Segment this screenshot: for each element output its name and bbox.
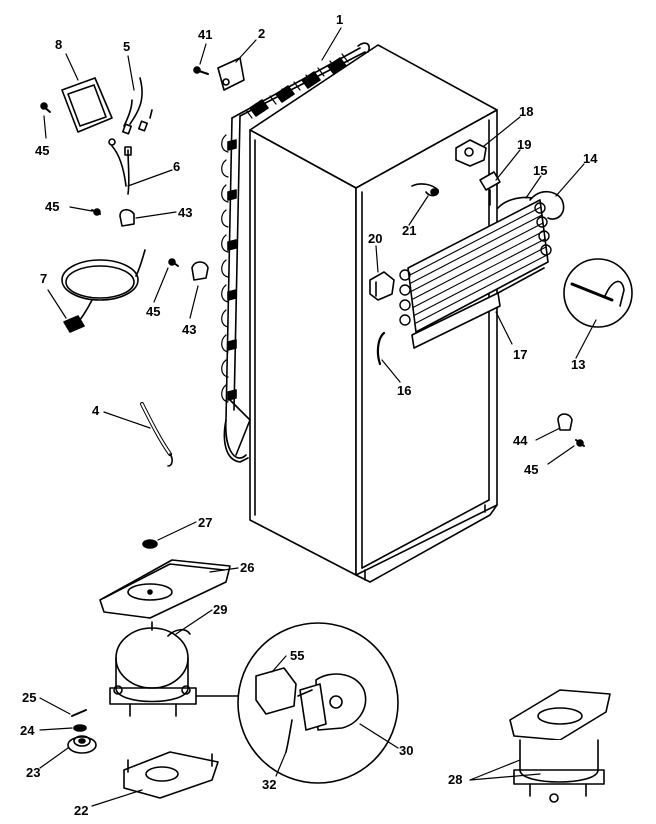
part-label-8: 8: [55, 37, 63, 52]
part-label-23: 23: [26, 765, 41, 780]
defrost-timer-bracket: [455, 139, 501, 206]
part-label-19: 19: [517, 137, 532, 152]
part-2-bracket: [217, 57, 245, 91]
part-label-24: 24: [20, 723, 35, 738]
part-label-22: 22: [74, 803, 89, 818]
part-label-45-b: 45: [45, 199, 60, 214]
part-label-27: 27: [198, 515, 213, 530]
part-label-13: 13: [571, 357, 586, 372]
part-13-detail: [563, 258, 633, 328]
part-label-18: 18: [519, 104, 534, 119]
part-label-20: 20: [368, 231, 383, 246]
part-label-17: 17: [513, 347, 528, 362]
refrigerator-cabinet: [249, 44, 498, 583]
relay-detail-circle: [195, 622, 399, 784]
part-label-2: 2: [258, 26, 266, 41]
part-label-44: 44: [513, 433, 528, 448]
part-label-45-d: 45: [524, 462, 539, 477]
part-label-28: 28: [448, 772, 463, 787]
part-label-32: 32: [262, 777, 277, 792]
part-label-21: 21: [402, 223, 417, 238]
part-label-6: 6: [173, 159, 181, 174]
part-label-45-c: 45: [146, 304, 161, 319]
condenser-coil: [221, 42, 370, 463]
back-wall-components: [369, 183, 440, 366]
part-24-washer: [73, 724, 87, 732]
part-5-wiring: [122, 77, 153, 135]
part-26-drain-pan: [99, 559, 231, 619]
part-23-grommet: [67, 735, 97, 754]
part-label-25: 25: [22, 690, 37, 705]
part-label-5: 5: [123, 39, 131, 54]
part-label-29: 29: [213, 602, 228, 617]
part-27-grommet: [142, 539, 158, 549]
part-29-compressor: [109, 621, 197, 717]
part-25-clip: [71, 709, 87, 717]
part-8-cover-plate: [61, 77, 113, 133]
part-label-16: 16: [397, 383, 412, 398]
part-label-7: 7: [40, 271, 48, 286]
part-label-43-a: 43: [178, 205, 193, 220]
part-label-30: 30: [399, 743, 414, 758]
part-43-clip-upper: [119, 208, 135, 227]
part-label-26: 26: [240, 560, 255, 575]
evaporator-coil: [399, 190, 565, 349]
part-6-wiring: [108, 138, 132, 195]
part-label-4: 4: [92, 403, 100, 418]
part-22-base-bracket: [123, 751, 219, 799]
leader-lines: [39, 27, 597, 807]
part-41-screw: [193, 66, 209, 75]
screws-45: [40, 102, 585, 447]
part-7-power-cord: [61, 249, 146, 333]
part-label-1: 1: [336, 12, 344, 27]
part-43-clip-lower: [191, 261, 209, 281]
part-label-55: 55: [290, 648, 305, 663]
part-label-43-b: 43: [182, 322, 197, 337]
part-44-clip: [557, 413, 573, 431]
part-4-tube: [140, 402, 173, 467]
part-label-41: 41: [198, 27, 213, 42]
part-label-14: 14: [583, 151, 598, 166]
part-label-45-a: 45: [35, 143, 50, 158]
part-label-15: 15: [533, 163, 548, 178]
part-28-compressor-assembly: [509, 689, 611, 803]
